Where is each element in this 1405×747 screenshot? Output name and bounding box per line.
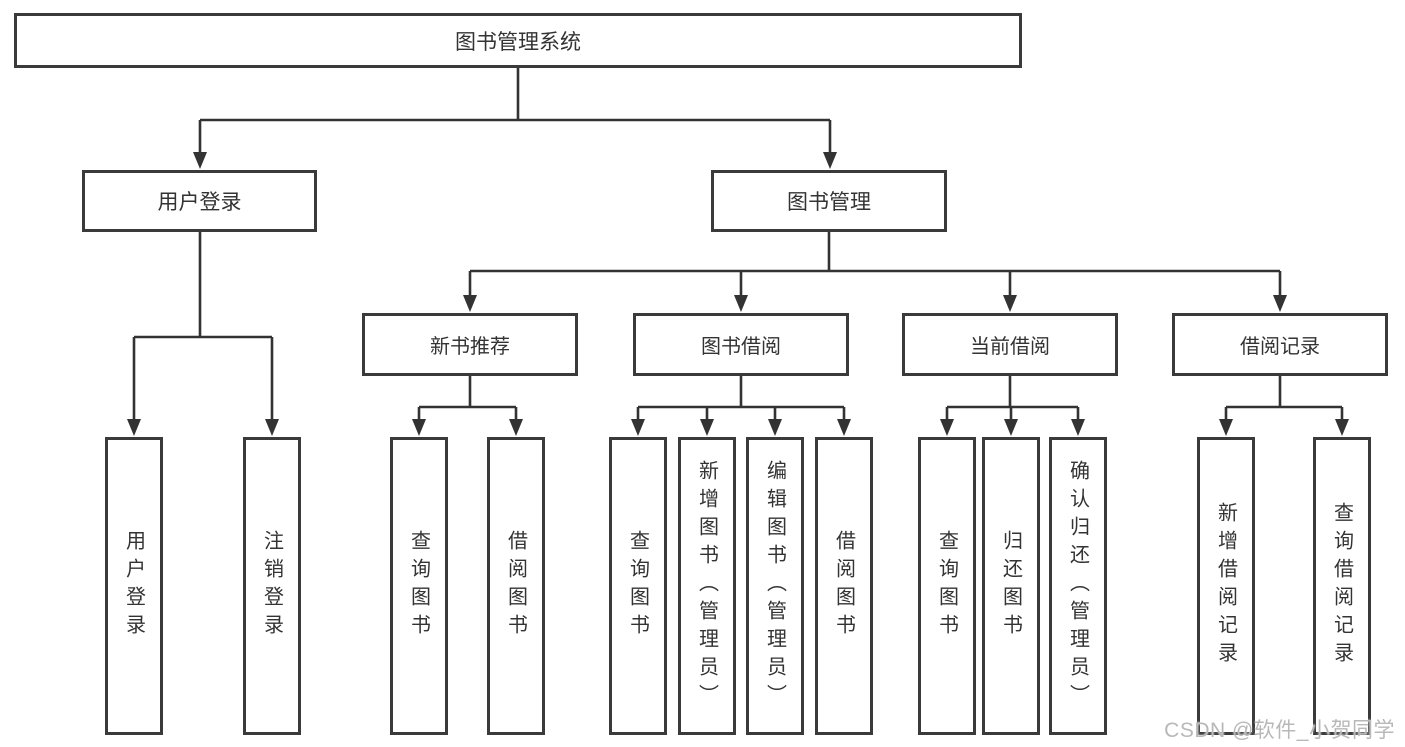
- node-book-management: 图书管理: [711, 170, 947, 232]
- node-root-label: 图书管理系统: [455, 30, 581, 54]
- node-leaf-borrowing-borrow-books: 借阅图书: [815, 437, 873, 735]
- node-leaf-borrowing-edit-books-admin: 编辑图书（管理员）: [746, 437, 804, 735]
- branch-book-borrowing: [631, 376, 851, 436]
- node-current-borrowing: 当前借阅: [902, 313, 1118, 376]
- node-root: 图书管理系统: [14, 13, 1022, 68]
- node-label: 查询图书: [935, 530, 958, 642]
- node-label: 新增图书（管理员）: [695, 460, 718, 712]
- node-label: 借阅图书: [832, 530, 855, 642]
- node-label: 编辑图书（管理员）: [763, 460, 786, 712]
- branch-new-book-recommend: [412, 376, 523, 436]
- node-leaf-user-login: 用户登录: [105, 437, 163, 735]
- node-label: 借阅图书: [504, 530, 527, 642]
- csdn-watermark: CSDN @软件_小贺同学: [1164, 719, 1395, 742]
- node-label: 用户登录: [122, 530, 145, 642]
- node-new-book-recommend: 新书推荐: [362, 313, 578, 376]
- node-leaf-current-confirm-return-admin: 确认归还（管理员）: [1049, 437, 1107, 735]
- branch-root: [193, 68, 837, 169]
- branch-user-login: [127, 232, 279, 436]
- node-label: 查询借阅记录: [1330, 502, 1353, 670]
- node-leaf-records-query-record: 查询借阅记录: [1313, 437, 1371, 735]
- node-label: 当前借阅: [970, 336, 1050, 358]
- node-label: 查询图书: [626, 530, 649, 642]
- branch-borrow-records: [1219, 376, 1349, 436]
- node-leaf-current-query-books: 查询图书: [918, 437, 976, 735]
- node-user-login-branch: 用户登录: [82, 170, 317, 232]
- branch-current-borrowing: [940, 376, 1085, 436]
- node-borrow-records: 借阅记录: [1172, 313, 1388, 376]
- node-leaf-borrowing-add-books-admin: 新增图书（管理员）: [678, 437, 736, 735]
- node-leaf-current-return-books: 归还图书: [982, 437, 1040, 735]
- node-label: 查询图书: [407, 530, 430, 642]
- node-label: 新书推荐: [430, 336, 510, 358]
- node-label: 图书管理: [787, 191, 871, 214]
- node-label: 注销登录: [260, 530, 283, 642]
- node-leaf-recommend-borrow-books: 借阅图书: [487, 437, 545, 735]
- node-label: 用户登录: [157, 191, 242, 214]
- node-label: 图书借阅: [701, 336, 781, 358]
- node-label: 归还图书: [999, 530, 1022, 642]
- node-leaf-records-add-record: 新增借阅记录: [1197, 437, 1255, 735]
- node-label: 借阅记录: [1240, 336, 1320, 358]
- node-book-borrowing: 图书借阅: [633, 313, 849, 376]
- node-label: 新增借阅记录: [1214, 502, 1237, 670]
- branch-book-management: [463, 232, 1287, 312]
- node-label: 确认归还（管理员）: [1066, 460, 1089, 712]
- node-leaf-logout: 注销登录: [243, 437, 301, 735]
- node-leaf-borrowing-query-books: 查询图书: [609, 437, 667, 735]
- node-leaf-recommend-query-books: 查询图书: [390, 437, 448, 735]
